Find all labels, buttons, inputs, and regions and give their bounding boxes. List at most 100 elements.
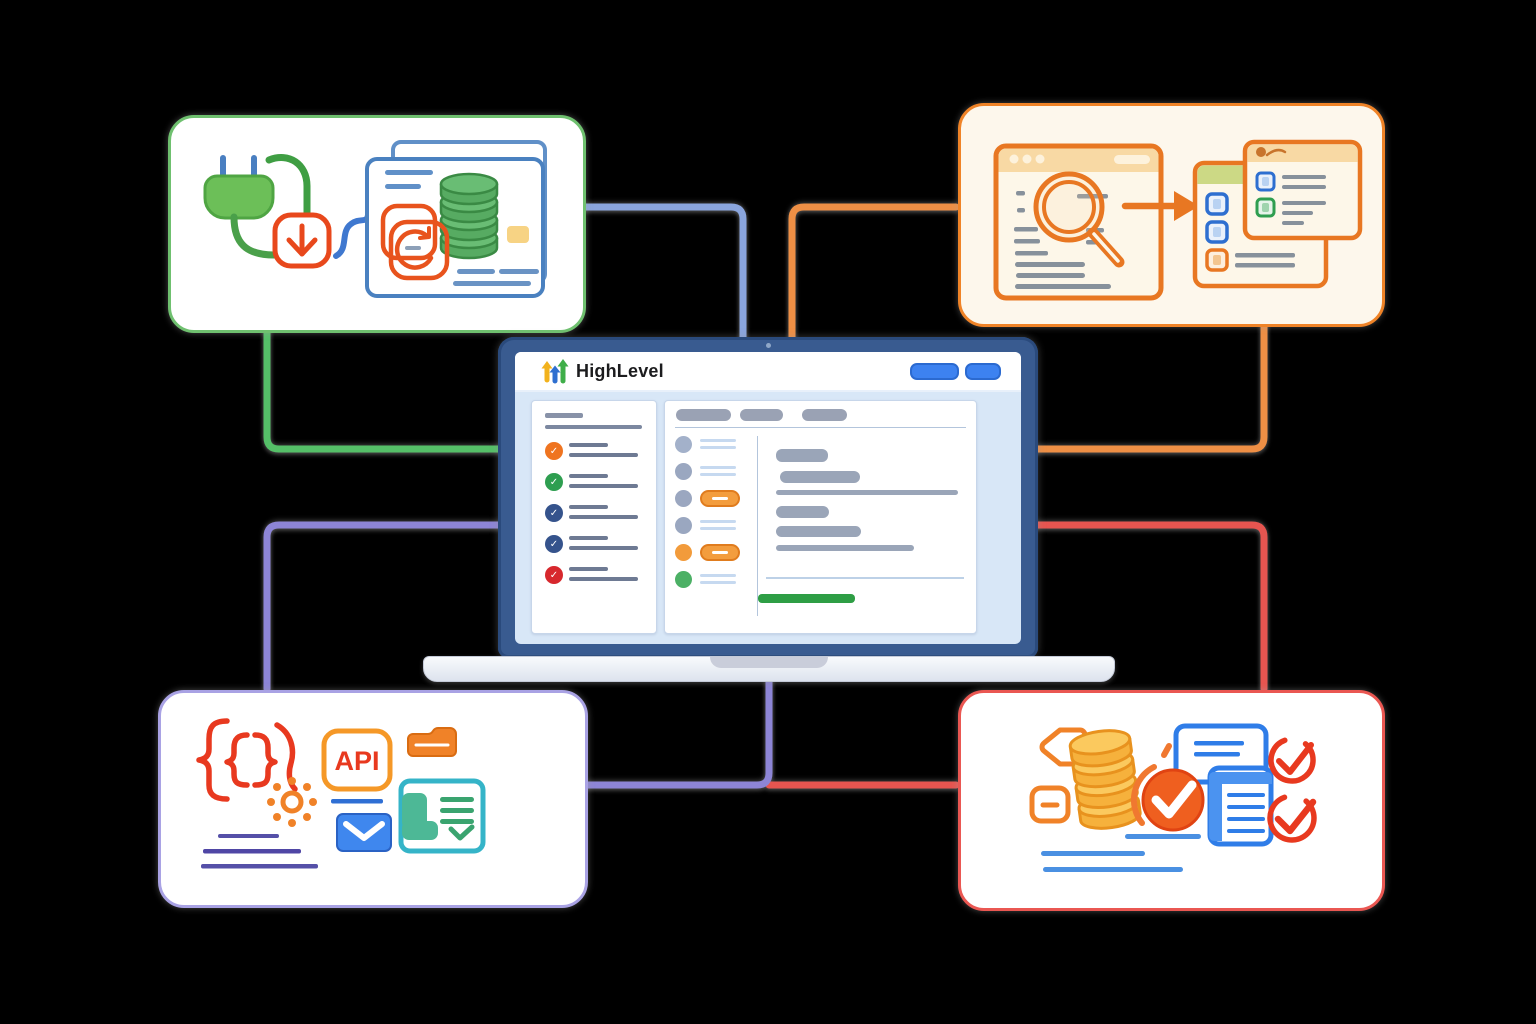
text-placeholder-lines xyxy=(700,517,736,534)
tab-bar xyxy=(675,409,966,421)
sidebar-item: ✓ xyxy=(545,504,643,522)
mail-icon xyxy=(336,813,392,852)
text-placeholder-lines xyxy=(569,504,638,522)
laptop-notch xyxy=(710,657,828,668)
connector-purple-bottom xyxy=(578,677,773,789)
task-row xyxy=(675,436,757,453)
task-row xyxy=(675,544,757,561)
data-verification-illustration xyxy=(1029,723,1317,872)
sidebar-item: ✓ xyxy=(545,535,643,553)
text-placeholder-lines xyxy=(569,442,638,460)
connector-purple-left xyxy=(263,521,504,693)
connector-orange-left xyxy=(788,203,960,344)
sidebar-item: ✓ xyxy=(545,442,643,460)
document-check-icon xyxy=(398,778,486,854)
header-button-primary xyxy=(910,362,959,380)
tab-placeholder xyxy=(676,409,731,421)
task-row xyxy=(675,490,757,507)
status-check-icon: ✓ xyxy=(545,535,563,553)
text-placeholder-bar xyxy=(776,545,914,551)
task-row xyxy=(675,463,757,480)
arc-icon xyxy=(1130,764,1157,826)
text-placeholder-lines xyxy=(569,566,638,584)
status-check-icon: ✓ xyxy=(545,566,563,584)
search-review-card xyxy=(958,103,1385,327)
detail-pane xyxy=(758,436,966,616)
check-circle-icon xyxy=(1141,768,1205,832)
status-dot-icon xyxy=(675,571,692,588)
text-placeholder-lines xyxy=(569,535,638,553)
progress-bar xyxy=(758,594,855,603)
status-dot-icon xyxy=(675,544,692,561)
yellow-tile-icon xyxy=(507,226,529,243)
status-check-icon: ✓ xyxy=(545,442,563,460)
arrow-right-icon xyxy=(1121,191,1199,221)
api-box-icon: API xyxy=(321,728,393,792)
code-braces-icon xyxy=(196,718,298,802)
text-placeholder-lines xyxy=(201,834,318,869)
folder-icon xyxy=(407,727,457,757)
sidebar-item-list: ✓ ✓ ✓ ✓ ✓ xyxy=(545,442,643,584)
tab-placeholder xyxy=(802,409,847,421)
status-check-icon: ✓ xyxy=(545,473,563,491)
status-dot-icon xyxy=(675,490,692,507)
checklist-panel-icon xyxy=(1242,139,1363,241)
logo-text: HighLevel xyxy=(576,360,664,381)
tab-placeholder xyxy=(740,409,783,421)
coin-stack-icon xyxy=(1068,729,1142,830)
integration-sync-illustration xyxy=(203,140,547,298)
highlevel-logo: HighLevel xyxy=(539,358,664,384)
database-icon xyxy=(439,172,499,260)
divider xyxy=(766,577,964,579)
sidebar-item: ✓ xyxy=(545,473,643,491)
text-placeholder-bar xyxy=(776,490,958,495)
search-review-illustration xyxy=(993,139,1363,301)
text-placeholder-bar xyxy=(780,471,860,483)
sidebar-item: ✓ xyxy=(545,566,643,584)
sidebar-title-bar xyxy=(545,413,583,418)
main-panel xyxy=(664,400,977,634)
status-dot-icon xyxy=(675,517,692,534)
sidebar-panel: ✓ ✓ ✓ ✓ ✓ xyxy=(531,400,657,634)
webcam-icon xyxy=(766,343,771,348)
app-body: ✓ ✓ ✓ ✓ ✓ xyxy=(531,400,977,634)
connector-red-right xyxy=(1032,521,1268,693)
divider xyxy=(757,436,758,616)
app-header: HighLevel xyxy=(515,352,1021,392)
text-placeholder-bar xyxy=(776,506,829,518)
sun-dots-icon xyxy=(267,777,317,827)
sidebar-subtitle-bar xyxy=(545,425,642,429)
text-placeholder-lines xyxy=(569,473,638,491)
divider xyxy=(675,427,966,428)
connector-green xyxy=(263,322,504,453)
action-pill xyxy=(700,490,740,507)
magnifier-icon xyxy=(1033,171,1125,268)
download-icon xyxy=(272,212,332,269)
task-row xyxy=(675,571,757,588)
laptop-base xyxy=(423,656,1115,682)
app-window: HighLevel ✓ ✓ ✓ ✓ ✓ xyxy=(515,352,1021,644)
status-dot-icon xyxy=(675,463,692,480)
connector-orange-right xyxy=(1032,318,1268,453)
text-placeholder-lines xyxy=(700,436,736,453)
action-pill xyxy=(700,544,740,561)
plug-icon xyxy=(203,155,278,259)
text-placeholder-bar xyxy=(776,526,861,537)
document-icon xyxy=(1207,765,1274,847)
wire-icon xyxy=(333,212,371,259)
api-developer-illustration: API xyxy=(196,718,486,869)
text-placeholder-bar xyxy=(776,449,828,462)
text-placeholder-lines xyxy=(1041,834,1201,872)
status-dot-icon xyxy=(675,436,692,453)
text-placeholder-lines xyxy=(700,571,736,588)
api-label: API xyxy=(334,746,379,776)
laptop-screen: HighLevel ✓ ✓ ✓ ✓ ✓ xyxy=(498,337,1038,658)
data-verification-card xyxy=(958,690,1385,911)
integration-sync-card xyxy=(168,115,586,333)
sync-icon xyxy=(380,203,450,281)
text-placeholder-bar xyxy=(331,799,383,804)
logo-arrows-icon xyxy=(541,359,569,384)
check-ring-icon xyxy=(1267,737,1317,843)
